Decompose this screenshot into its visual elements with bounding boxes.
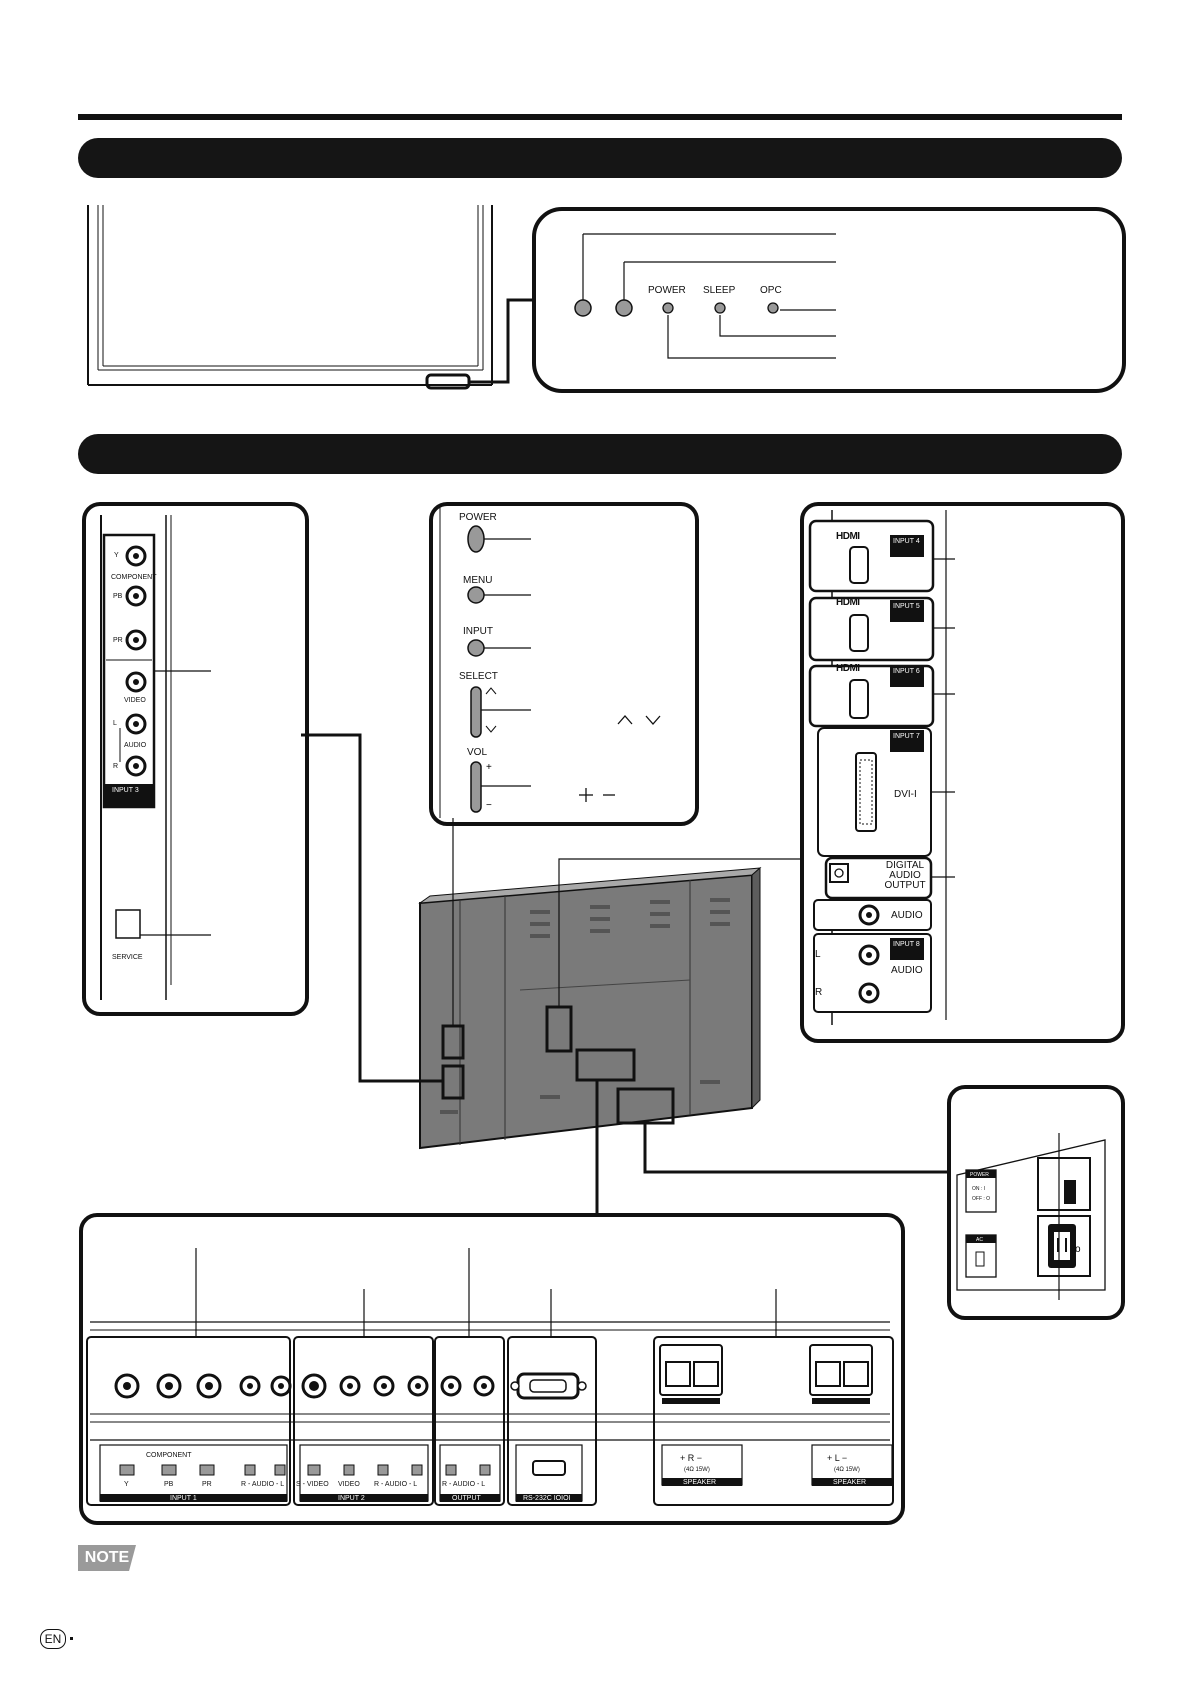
- front-sleep-label: SLEEP: [703, 285, 736, 296]
- speaker-l-terminal-icon: [809, 1344, 873, 1396]
- bottom-y-label: Y: [124, 1481, 129, 1488]
- side-input3-tag: INPUT 3: [112, 787, 139, 794]
- remote-sensor-icon: [574, 299, 592, 317]
- digital-audio-output-label: DIGITAL AUDIO OUTPUT: [884, 860, 926, 891]
- service-port-icon: [115, 909, 141, 939]
- bottom-terminal-callout: [79, 1213, 905, 1525]
- power-indicator-icon: [662, 302, 674, 314]
- right-audio-label: AUDIO: [891, 910, 923, 921]
- bottom-component-label: COMPONENT: [146, 1452, 192, 1459]
- front-indicator-callout: [532, 207, 1126, 393]
- section-header-front: [78, 138, 1122, 178]
- bottom-svideo-label: S - VIDEO: [296, 1481, 329, 1488]
- vol-rocker-icon: [470, 761, 482, 813]
- speaker-l-spec: (4Ω 15W): [834, 1467, 860, 1473]
- ctrl-power-label: POWER: [459, 512, 497, 523]
- input8-audio-label: AUDIO: [891, 965, 923, 976]
- ctrl-vol-label: VOL: [467, 747, 488, 758]
- power-on-label: ON : I: [972, 1186, 986, 1192]
- side-component-label: COMPONENT: [111, 574, 157, 581]
- ctrl-input-label: INPUT: [463, 626, 493, 637]
- input4-tag: INPUT 4: [893, 538, 920, 545]
- input7-tag: INPUT 7: [893, 733, 920, 740]
- section-header-rear: [78, 434, 1122, 474]
- bottom-audio-out-label: R - AUDIO - L: [442, 1481, 486, 1488]
- right-r-label: R: [815, 987, 823, 998]
- dvi-label: DVI-I: [894, 789, 917, 800]
- language-badge: EN: [40, 1629, 66, 1649]
- side-y-label: Y: [114, 552, 119, 559]
- side-pr-label: PR: [113, 637, 123, 644]
- bottom-pb-label: PB: [164, 1481, 174, 1488]
- input1-tag: INPUT 1: [170, 1495, 197, 1502]
- input5-tag: INPUT 5: [893, 603, 920, 610]
- speaker-l-polarity: + L −: [827, 1453, 848, 1463]
- speaker-l-tag: SPEAKER: [833, 1479, 867, 1486]
- bottom-video-label: VIDEO: [338, 1481, 360, 1488]
- speaker-r-terminal-icon: [659, 1344, 723, 1396]
- opc-sensor-icon: [615, 299, 633, 317]
- opc-indicator-icon: [767, 302, 779, 314]
- ctrl-select-label: SELECT: [459, 671, 498, 682]
- front-indicator-lines: [574, 233, 836, 359]
- side-service-label: SERVICE: [112, 954, 143, 961]
- ac-panel-tag: AC: [976, 1237, 983, 1243]
- output-tag: OUTPUT: [452, 1495, 481, 1502]
- hdmi4-logo: HDMI: [836, 531, 860, 542]
- input6-tag: INPUT 6: [893, 668, 920, 675]
- right-l-label: L: [815, 949, 821, 960]
- speaker-r-tag: SPEAKER: [683, 1479, 717, 1486]
- svg-text:+: +: [486, 762, 492, 773]
- bottom-audio-1-label: R - AUDIO - L: [241, 1481, 285, 1488]
- hdmi4-port-icon: [849, 546, 869, 584]
- hdmi6-port-icon: [849, 679, 869, 719]
- select-rocker-icon: [470, 686, 482, 738]
- hdmi5-logo: HDMI: [836, 597, 860, 608]
- hdmi6-logo: HDMI: [836, 663, 860, 674]
- ctrl-menu-label: MENU: [463, 575, 493, 586]
- front-opc-label: OPC: [760, 285, 782, 296]
- bottom-pr-label: PR: [202, 1481, 212, 1488]
- side-video-label: VIDEO: [124, 697, 146, 704]
- hdmi5-port-icon: [849, 614, 869, 652]
- side-l-label: L: [113, 720, 117, 727]
- tv-front-outline: [87, 205, 535, 390]
- speaker-r-spec: (4Ω 15W): [684, 1467, 710, 1473]
- bottom-audio-2-label: R - AUDIO - L: [374, 1481, 418, 1488]
- speaker-r-polarity: + R −: [680, 1453, 703, 1463]
- rs232c-tag: RS-232C IOIOI: [523, 1495, 571, 1502]
- dvi-port-icon: [855, 752, 877, 832]
- power-panel-tag: POWER: [970, 1172, 989, 1178]
- power-switch-icon: [1064, 1180, 1076, 1204]
- optical-port-icon: [829, 863, 849, 883]
- sleep-indicator-icon: [714, 302, 726, 314]
- side-r-label: R: [113, 763, 119, 770]
- input2-tag: INPUT 2: [338, 1495, 365, 1502]
- input8-tag: INPUT 8: [893, 941, 920, 948]
- side-pb-label: PB: [113, 593, 123, 600]
- svg-text:−: −: [486, 800, 492, 811]
- note-badge: NOTE: [78, 1545, 136, 1571]
- svg-text:o: o: [1075, 1244, 1081, 1255]
- power-off-label: OFF : O: [972, 1196, 991, 1202]
- top-rule: [78, 114, 1122, 120]
- side-audio-label: AUDIO: [124, 742, 147, 749]
- front-power-label: POWER: [648, 285, 686, 296]
- page-number-dot: [70, 1637, 73, 1640]
